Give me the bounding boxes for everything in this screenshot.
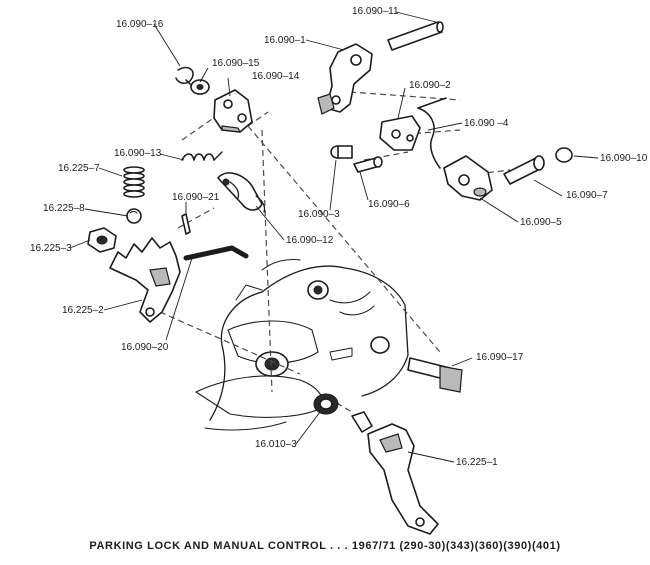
part-16-090-2-link bbox=[379, 115, 421, 151]
part-16-225-8-ball bbox=[126, 208, 142, 224]
part-16-090-12-pawl-lever bbox=[217, 172, 266, 213]
part-16-090-13-spring bbox=[181, 151, 223, 161]
label-16-090-12: 16.090–12 bbox=[286, 235, 334, 246]
diagram-caption: PARKING LOCK AND MANUAL CONTROL . . . 19… bbox=[89, 540, 561, 552]
part-16-090-20-rod bbox=[183, 245, 249, 261]
part-labels: 16.090–16 16.090–15 16.090–14 16.090–13 … bbox=[30, 6, 648, 468]
label-16-090-6: 16.090–6 bbox=[368, 199, 410, 210]
part-16-090-15-washer bbox=[190, 79, 210, 95]
label-16-225-3: 16.225–3 bbox=[30, 243, 72, 254]
leader-lines bbox=[69, 11, 599, 463]
part-16-225-7-spring bbox=[123, 166, 145, 198]
label-16-225-8: 16.225–8 bbox=[43, 203, 85, 214]
label-16-090-15: 16.090–15 bbox=[212, 58, 260, 69]
part-16-225-1-manual-lever bbox=[351, 411, 439, 535]
part-16-090-10-cap bbox=[555, 147, 573, 163]
part-16-090-4-spring bbox=[417, 97, 447, 169]
part-16-090-1-lever bbox=[317, 43, 373, 115]
label-16-090-21: 16.090–21 bbox=[172, 192, 220, 203]
part-16-090-5-lever bbox=[443, 155, 493, 201]
part-16-225-3-nut bbox=[87, 227, 117, 253]
label-16-090-5: 16.090–5 bbox=[520, 217, 562, 228]
label-16-010-3: 16.010–3 bbox=[255, 439, 297, 450]
label-16-090-11: 16.090–11 bbox=[352, 6, 399, 17]
label-16-090-2: 16.090–2 bbox=[409, 80, 451, 91]
label-16-090-10: 16.090–10 bbox=[600, 153, 648, 164]
label-16-090-14: 16.090–14 bbox=[252, 71, 300, 82]
transmission-housing bbox=[195, 259, 409, 431]
label-16-090-1: 16.090–1 bbox=[264, 35, 306, 46]
label-16-090-16: 16.090–16 bbox=[116, 19, 164, 30]
label-16-225-2: 16.225–2 bbox=[62, 305, 104, 316]
label-16-225-7: 16.225–7 bbox=[58, 163, 100, 174]
part-16-225-2-detent-plate bbox=[109, 237, 181, 323]
label-16-090-20: 16.090–20 bbox=[121, 342, 169, 353]
label-16-090-13: 16.090–13 bbox=[114, 148, 162, 159]
part-16-090-6-pin bbox=[353, 156, 383, 173]
part-16-090-11-pin bbox=[387, 21, 444, 51]
part-16-090-21-pin bbox=[181, 213, 191, 235]
part-16-090-14-bracket bbox=[213, 89, 253, 133]
label-16-090-7: 16.090–7 bbox=[566, 190, 608, 201]
label-16-090-17: 16.090–17 bbox=[476, 352, 524, 363]
part-16-090-7-bolt bbox=[503, 155, 545, 185]
part-16-010-3-seal bbox=[313, 393, 339, 415]
label-16-225-1: 16.225–1 bbox=[456, 457, 498, 468]
label-16-090-3: 16.090–3 bbox=[298, 209, 340, 220]
part-16-090-3-pin bbox=[330, 145, 353, 159]
part-16-090-17-pin bbox=[407, 357, 463, 393]
label-16-090-4: 16.090 –4 bbox=[464, 118, 509, 129]
